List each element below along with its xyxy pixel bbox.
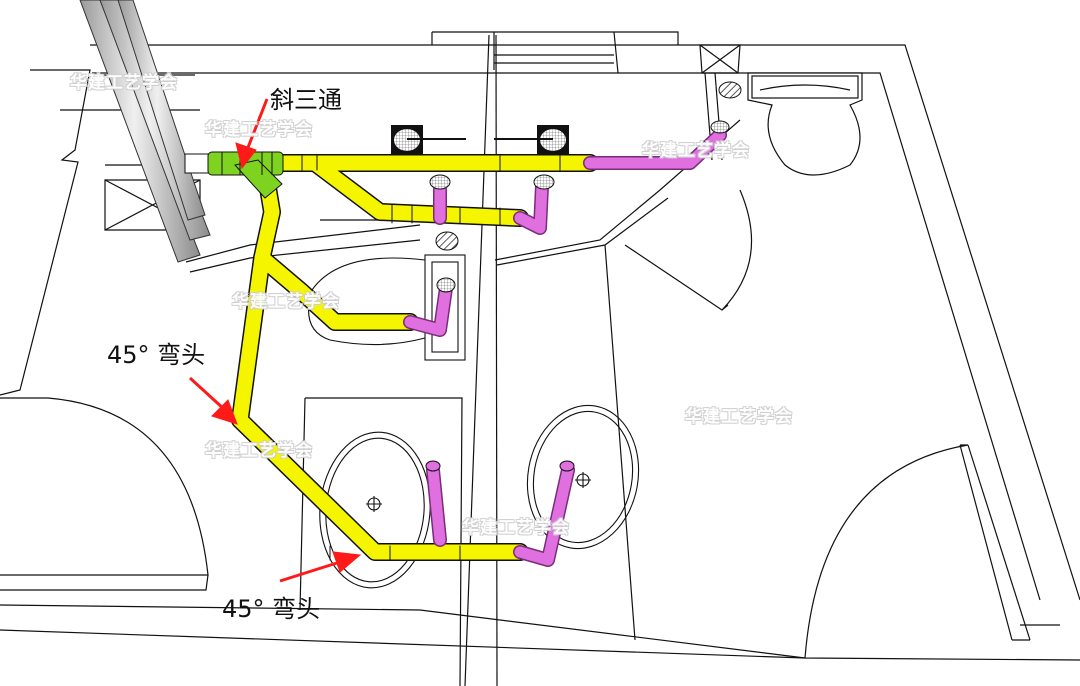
main-drain-pipe [231,154,599,561]
watermark: 华建工艺学会 [642,141,750,161]
watermark: 华建工艺学会 [462,518,570,538]
watermark: 华建工艺学会 [205,441,313,461]
arrow-elbow-lower [279,551,362,583]
urinal-grille-right [494,125,569,155]
floor-drain-hatched-2 [435,231,459,251]
label-elbow-45-upper: 45° 弯头 [107,341,206,369]
watermark: 华建工艺学会 [205,120,313,140]
floor-drain-tops [425,120,730,472]
toilet-middle [308,254,466,361]
washbasin-right [526,404,640,550]
urinal-grille-left [391,125,466,155]
label-elbow-45-lower: 45° 弯头 [222,595,321,623]
label-oblique-tee: 斜三通 [270,86,342,114]
floor-drain-hatched-1 [718,81,742,99]
watermark: 华建工艺学会 [685,407,793,427]
arrow-elbow-upper [188,376,238,425]
watermark: 华建工艺学会 [232,292,340,312]
annotation-arrows [188,98,362,583]
riser-stacks [79,0,211,263]
toilet-upper-right [747,72,863,176]
arrow-oblique-tee [235,98,269,170]
watermark: 华建工艺学会 [70,73,178,93]
branch-fixture-pipes [403,128,727,567]
